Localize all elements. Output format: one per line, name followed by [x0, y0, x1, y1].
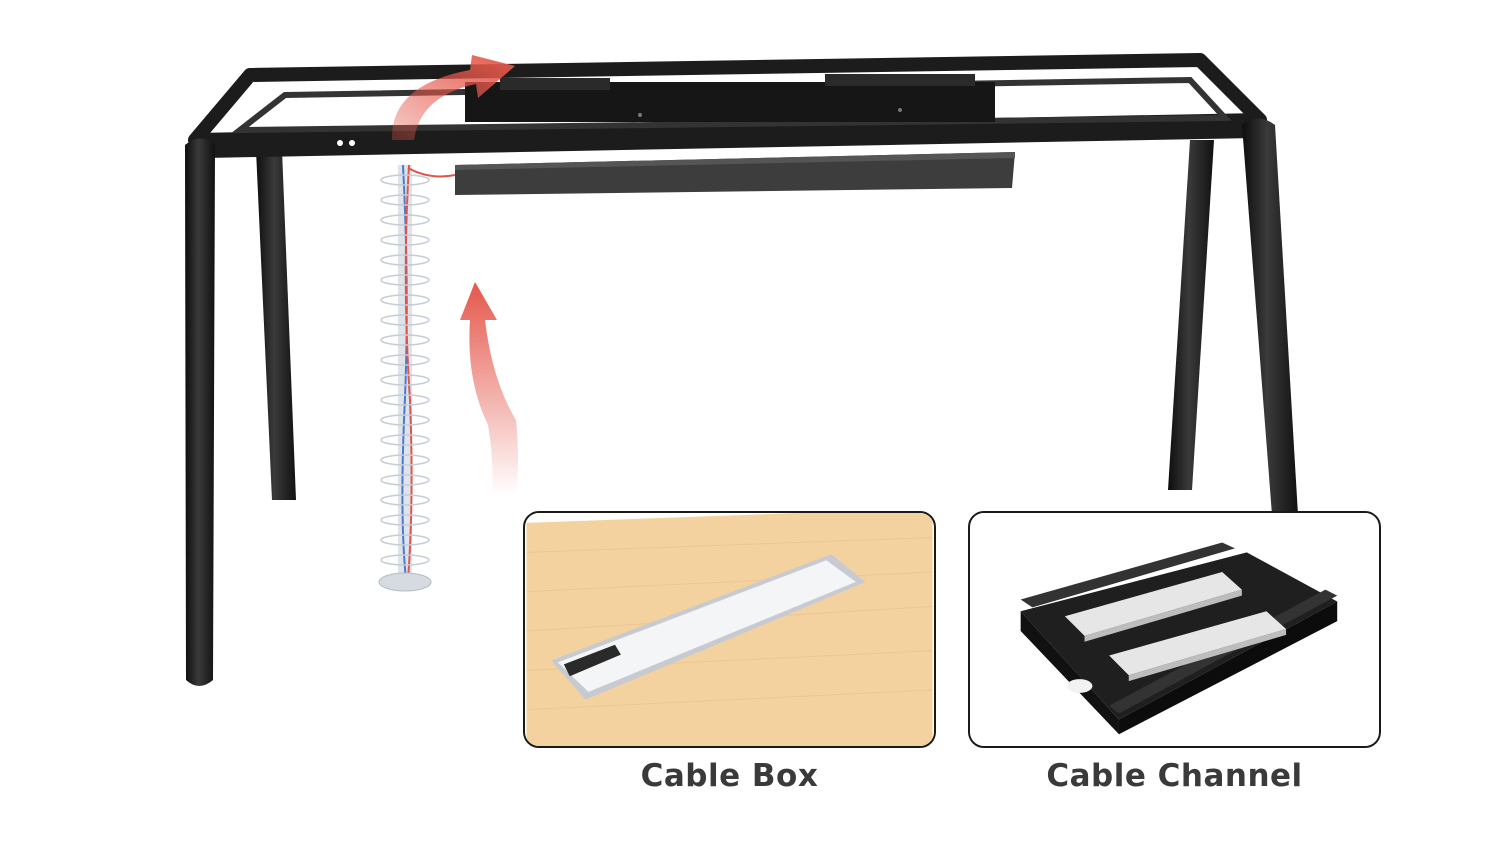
cable-spine	[378, 164, 456, 592]
upward-curved-arrow-icon	[391, 55, 515, 140]
cable-tray	[455, 152, 1015, 195]
back-right-leg	[1168, 140, 1214, 490]
desk-frame-top	[188, 53, 1267, 158]
cable-channel-tray	[1020, 542, 1338, 735]
power-outlet-strip-back	[1064, 571, 1242, 642]
cable-box-illustration	[526, 513, 933, 746]
cable-grommet-icon	[1066, 679, 1093, 693]
back-left-leg	[256, 150, 296, 500]
cable-channel-panel	[968, 511, 1381, 748]
cable-channel-illustration	[971, 513, 1378, 746]
cable-box-caption: Cable Box	[640, 758, 819, 794]
front-right-leg	[1242, 118, 1298, 515]
cable-channel-caption: Cable Channel	[1046, 758, 1303, 794]
cable-box-panel	[523, 511, 936, 748]
rising-arrow-icon	[460, 282, 518, 495]
power-outlet-strip-front	[1109, 611, 1287, 682]
cable-box-lid	[551, 554, 866, 700]
front-left-leg	[185, 138, 215, 686]
